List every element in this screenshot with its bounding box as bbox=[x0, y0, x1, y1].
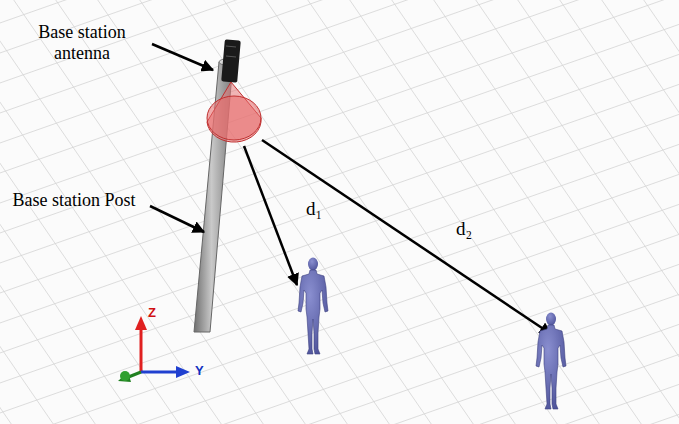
grid-line bbox=[42, 0, 372, 424]
leader-arrow bbox=[150, 206, 204, 232]
grid-line bbox=[0, 250, 679, 424]
grid-line bbox=[672, 0, 679, 424]
leader-arrow bbox=[152, 44, 213, 70]
grid-line bbox=[462, 0, 679, 424]
grid-line bbox=[0, 0, 78, 424]
grid-line bbox=[0, 0, 288, 424]
distance-label: d₂ bbox=[456, 218, 472, 240]
human-model bbox=[298, 258, 328, 355]
grid-line bbox=[0, 0, 330, 424]
grid-line bbox=[546, 0, 679, 424]
grid-line bbox=[0, 0, 162, 424]
human-model bbox=[536, 313, 566, 410]
grid-line bbox=[630, 0, 679, 424]
grid-line bbox=[168, 0, 498, 424]
grid-line bbox=[0, 400, 679, 424]
grid-line bbox=[0, 0, 679, 210]
grid-line bbox=[0, 40, 679, 300]
grid-line bbox=[0, 370, 679, 424]
grid-line bbox=[252, 0, 582, 424]
distance-label: d₁ bbox=[306, 198, 322, 220]
grid-line bbox=[0, 190, 679, 424]
grid-line bbox=[336, 0, 666, 424]
grid-line bbox=[0, 0, 120, 424]
distance-arrow bbox=[262, 140, 551, 334]
axis-label: Z bbox=[148, 306, 156, 321]
base-station-antenna bbox=[221, 39, 241, 82]
axis-triad bbox=[118, 316, 190, 382]
distance-arrow bbox=[244, 146, 297, 285]
grid-line bbox=[0, 10, 679, 270]
grid-line bbox=[420, 0, 679, 424]
grid-line bbox=[378, 0, 679, 424]
grid-line bbox=[0, 0, 679, 90]
grid-line bbox=[0, 0, 204, 424]
grid-line bbox=[0, 340, 679, 424]
grid-line bbox=[0, 310, 679, 424]
part-label: Base station Post bbox=[4, 190, 144, 211]
grid-line bbox=[588, 0, 679, 424]
grid-line bbox=[0, 0, 246, 424]
grid-line bbox=[294, 0, 624, 424]
radiation-cone bbox=[207, 82, 261, 142]
grid-line bbox=[504, 0, 679, 424]
grid-line bbox=[210, 0, 540, 424]
axis-label: Y bbox=[195, 364, 204, 379]
part-label: Base station antenna bbox=[14, 22, 150, 63]
grid-line bbox=[84, 0, 414, 424]
grid-line bbox=[0, 0, 36, 424]
grid-line bbox=[126, 0, 456, 424]
